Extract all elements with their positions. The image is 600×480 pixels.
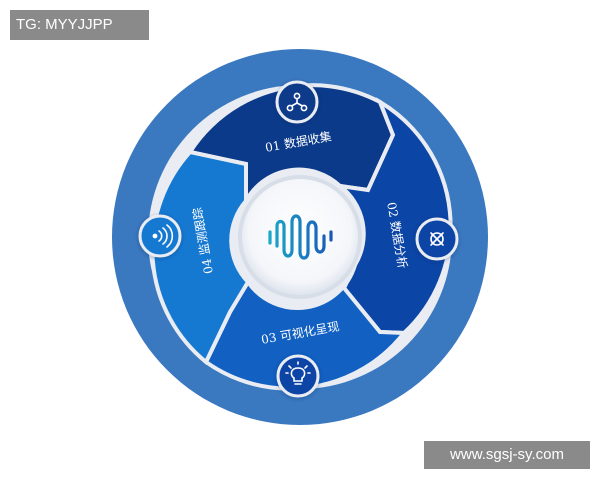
- segment-02-data-analysis[interactable]: [332, 97, 453, 336]
- node-03[interactable]: [276, 354, 320, 398]
- watermark-url: www.sgsj-sy.com: [424, 441, 590, 469]
- network-nodes-icon: [286, 92, 308, 112]
- watermark-tag: TG: MYYJJPP: [10, 10, 149, 40]
- signal-waves-icon: [152, 224, 174, 248]
- node-04[interactable]: [138, 214, 182, 258]
- lightbulb-icon: [285, 361, 311, 385]
- segment-04-monitoring[interactable]: [150, 149, 251, 366]
- sound-wave-icon: [268, 214, 333, 260]
- compass-icon: [430, 232, 444, 246]
